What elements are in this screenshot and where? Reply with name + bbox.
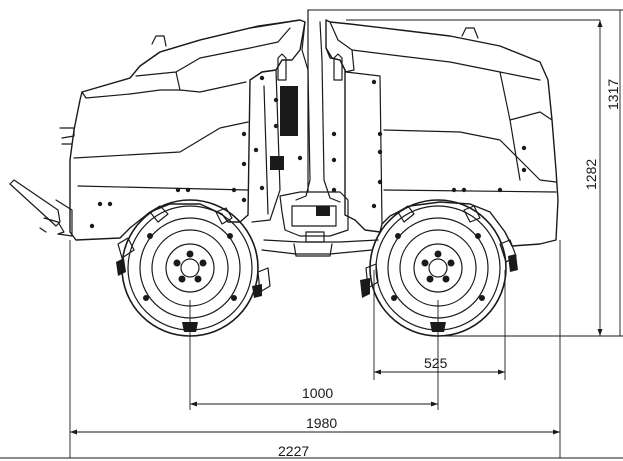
dimension-lines: [0, 9, 623, 459]
dim-label-1000: 1000: [302, 385, 333, 401]
right-body-section: [325, 19, 559, 247]
dim-label-525: 525: [424, 355, 448, 371]
dim-label-1282: 1282: [583, 159, 599, 190]
bolt-dots: [89, 75, 527, 229]
roller-body: [9, 9, 559, 257]
dim-label-2227: 2227: [278, 443, 309, 459]
control-panel: [280, 86, 298, 136]
dim-label-1317: 1317: [605, 79, 621, 110]
dim-label-1980: 1980: [306, 415, 337, 431]
left-body-section: [69, 19, 306, 241]
right-drum-wheel: [360, 199, 518, 337]
tow-bar: [9, 179, 73, 237]
